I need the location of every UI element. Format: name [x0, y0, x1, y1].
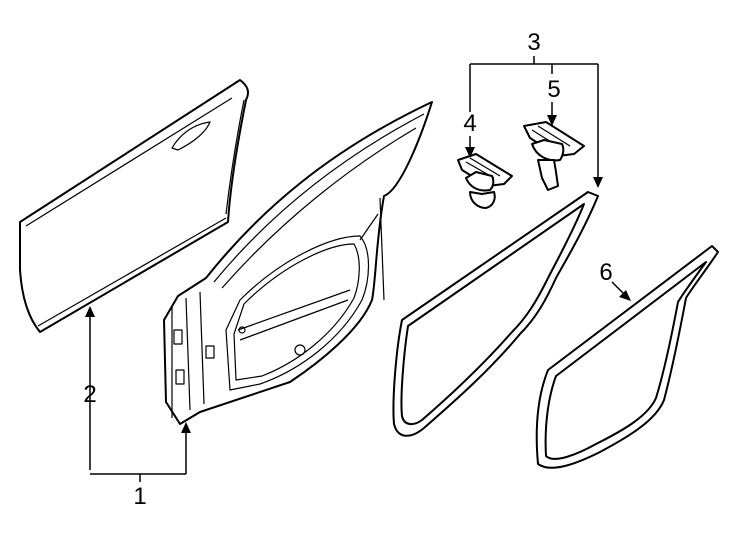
callout-4: 4 — [463, 110, 476, 137]
body-weatherstrip — [535, 245, 719, 469]
callout-6: 6 — [599, 259, 612, 286]
callout-1: 1 — [133, 483, 146, 510]
callout-3: 3 — [527, 29, 540, 56]
clip-part-4 — [457, 153, 513, 209]
inner-door-frame — [163, 101, 433, 425]
outer-door-panel — [19, 79, 249, 333]
callout-2: 2 — [83, 381, 96, 408]
callout-5: 5 — [547, 76, 560, 103]
clip-part-5 — [523, 121, 585, 191]
door-weatherstrip — [392, 191, 599, 437]
leader-lines — [85, 56, 631, 482]
